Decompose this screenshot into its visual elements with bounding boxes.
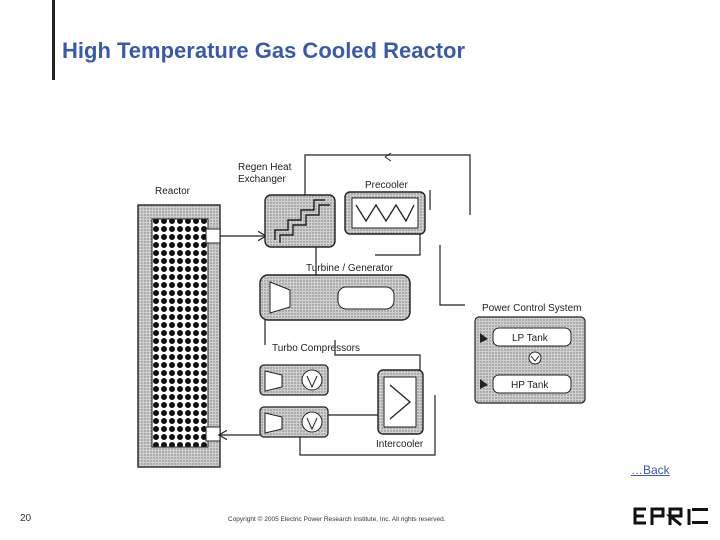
copyright-notice: Copyright © 2005 Electric Power Research… bbox=[228, 516, 446, 523]
turbine-generator bbox=[259, 274, 411, 321]
intercooler-label: Intercooler bbox=[376, 439, 424, 450]
title-accent-bar bbox=[52, 0, 55, 80]
turbine-generator-label: Turbine / Generator bbox=[306, 263, 394, 274]
precooler bbox=[344, 191, 426, 235]
hp-tank-label: HP Tank bbox=[511, 380, 549, 391]
flow-arrow bbox=[384, 152, 392, 162]
regen-label-line1: Regen Heat bbox=[238, 162, 292, 173]
regen-heat-exchanger bbox=[264, 194, 336, 248]
htgr-schematic: Reactor Regen Heat Exchanger Precooler T… bbox=[137, 152, 586, 468]
epri-logo bbox=[633, 507, 708, 527]
regen-label-line2: Exchanger bbox=[238, 174, 286, 185]
reactor-label: Reactor bbox=[155, 186, 191, 197]
back-link[interactable]: …Back bbox=[631, 463, 670, 477]
intercooler bbox=[377, 369, 424, 435]
page-number: 20 bbox=[20, 513, 32, 524]
page-title: High Temperature Gas Cooled Reactor bbox=[62, 38, 466, 63]
lp-tank-label: LP Tank bbox=[512, 333, 549, 344]
reactor-vessel bbox=[137, 204, 221, 468]
power-control-label: Power Control System bbox=[482, 303, 581, 314]
turbo-compressors-label: Turbo Compressors bbox=[272, 343, 360, 354]
precooler-label: Precooler bbox=[365, 180, 408, 191]
piping bbox=[220, 154, 471, 456]
power-control-system bbox=[474, 316, 586, 404]
turbo-compressors bbox=[259, 364, 329, 438]
